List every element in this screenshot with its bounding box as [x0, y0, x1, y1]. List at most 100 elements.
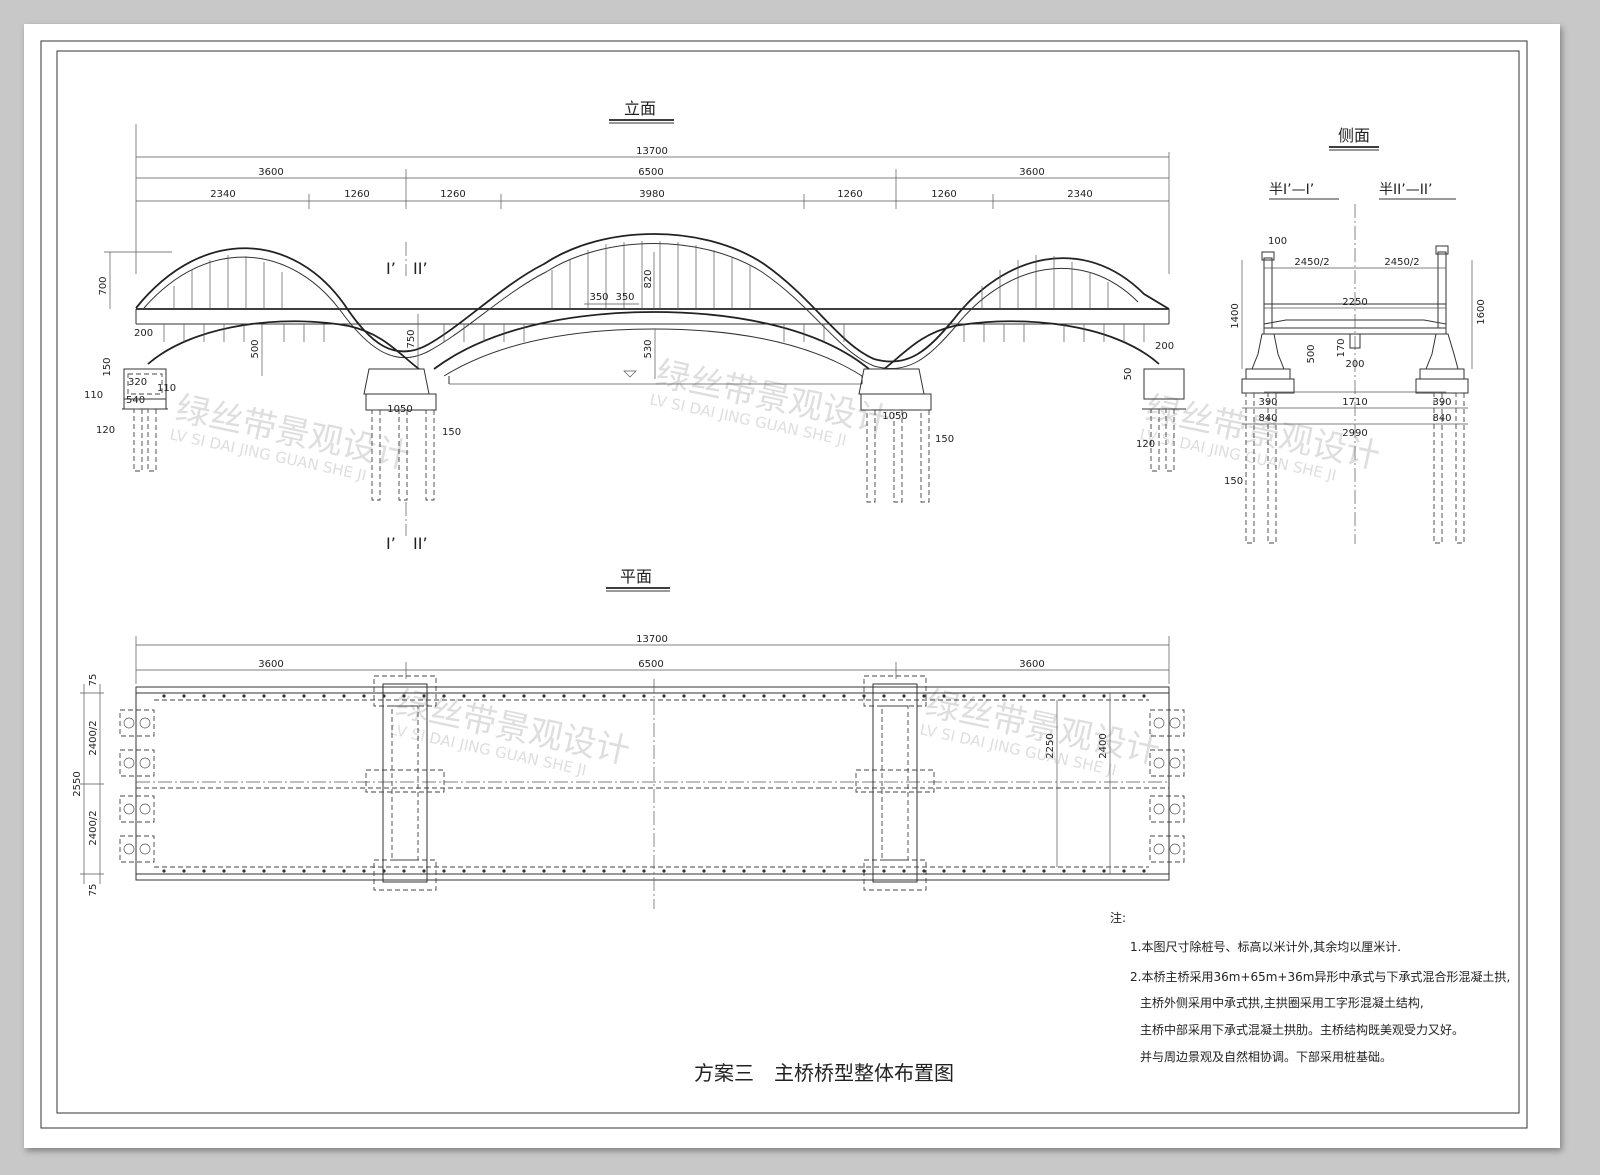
anchor-dot [742, 694, 746, 698]
anchor-dot [962, 869, 966, 873]
dim-500: 500 [250, 339, 261, 358]
anchor-dot [422, 694, 426, 698]
anchor-dot [1102, 869, 1106, 873]
anchor-dot [582, 869, 586, 873]
section-mark-1: I’ [386, 259, 396, 278]
anchor-dot [622, 694, 626, 698]
anchor-dot [242, 869, 246, 873]
plan-pile-cap [1149, 749, 1185, 777]
dim-span-left: 3600 [258, 167, 283, 178]
anchor-dot [782, 694, 786, 698]
dim-1050: 1050 [387, 404, 412, 415]
anchor-dot [722, 869, 726, 873]
plan-pile-caps [119, 709, 1185, 863]
anchor-dot [302, 869, 306, 873]
anchor-dot [202, 694, 206, 698]
pile [371, 409, 381, 501]
dim-320: 320 [128, 377, 147, 388]
anchor-dot [162, 869, 166, 873]
dim-seg: 1260 [440, 189, 465, 200]
plan-dim-75: 75 [88, 884, 99, 897]
side-title: 侧面 [1338, 126, 1370, 145]
section-mark-2: II’ [413, 534, 428, 553]
pile [866, 409, 876, 503]
anchor-dot [282, 869, 286, 873]
plan-pier-block [863, 859, 927, 891]
plan-title: 平面 [620, 567, 652, 586]
dim-pile-150: 150 [935, 434, 954, 445]
bridge-drawing: 绿丝带景观设计 LV SI DAI JING GUAN SHE JI 绿丝带景观… [40, 40, 1528, 1129]
dim-150: 150 [102, 357, 113, 376]
dim-2250: 2250 [1342, 297, 1367, 308]
dim-seg: 2340 [1067, 189, 1092, 200]
abutment-left-inner [127, 373, 163, 395]
dim-rise-side: 700 [98, 276, 109, 295]
plan-pile-cap [119, 835, 155, 863]
dim-110: 110 [157, 383, 176, 394]
anchor-dot [1102, 694, 1106, 698]
plan-pile-cap [119, 795, 155, 823]
anchor-dot [482, 694, 486, 698]
plan-pier-left [365, 675, 445, 891]
anchor-dot [602, 869, 606, 873]
anchor-dot [1002, 694, 1006, 698]
post-cap [1261, 251, 1275, 261]
plan-dim-span: 3600 [258, 659, 283, 670]
plan-pile-cap [119, 749, 155, 777]
dim-200: 200 [1345, 359, 1364, 370]
anchor-dot [902, 694, 906, 698]
plan-view: 平面 13700 3600 6500 3600 [72, 567, 1185, 909]
plan-dim-2250: 2250 [1045, 733, 1056, 758]
hanger-group [163, 241, 1145, 342]
plan-pile [139, 717, 151, 729]
pile [920, 409, 930, 503]
pile [893, 409, 903, 503]
dim-seg: 1260 [931, 189, 956, 200]
anchor-dot [442, 694, 446, 698]
anchor-dot [502, 869, 506, 873]
pile [1267, 392, 1277, 544]
pile [1455, 392, 1465, 544]
anchor-dot [462, 694, 466, 698]
dim-hanger-spacing: 350 [589, 292, 608, 303]
anchor-dot [382, 694, 386, 698]
anchor-dot [842, 869, 846, 873]
anchor-dot [222, 694, 226, 698]
dim-540: 540 [126, 395, 145, 406]
anchor-dot [862, 694, 866, 698]
anchor-dot [642, 694, 646, 698]
anchor-dot [662, 869, 666, 873]
anchor-dot [722, 694, 726, 698]
dim-750: 750 [406, 329, 417, 348]
notes-block: 注: 1.本图尺寸除桩号、标高以米计外,其余均以厘米计. 2.本桥主桥采用36m… [1110, 910, 1510, 1064]
side-cap-left [1245, 368, 1291, 380]
anchor-dot [1042, 694, 1046, 698]
plan-pile [1153, 717, 1165, 729]
anchor-dot [182, 869, 186, 873]
anchor-dot [842, 694, 846, 698]
anchor-dot [162, 694, 166, 698]
plan-pile [139, 803, 151, 815]
plan-pile [1169, 757, 1181, 769]
anchor-dot [1142, 694, 1146, 698]
anchor-dot [502, 694, 506, 698]
plan-deck-outline [135, 686, 1170, 881]
anchor-dot [762, 869, 766, 873]
anchor-dot [282, 694, 286, 698]
abutment-left-foot [123, 399, 167, 409]
plan-pile [139, 843, 151, 855]
plan-pile [1153, 843, 1165, 855]
plan-pier-block [373, 859, 437, 891]
dim-1710: 1710 [1342, 397, 1367, 408]
plan-dim-2550: 2550 [72, 771, 83, 796]
anchor-dot [882, 869, 886, 873]
pile [398, 409, 408, 501]
inner-frame [56, 50, 1520, 1114]
plan-pile-cap [1149, 709, 1185, 737]
abutment-left [123, 368, 167, 400]
section-mark-1: I’ [386, 534, 396, 553]
elevation-title: 立面 [624, 99, 656, 118]
anchor-dot [262, 694, 266, 698]
pile [133, 408, 143, 472]
anchor-dot [1122, 869, 1126, 873]
